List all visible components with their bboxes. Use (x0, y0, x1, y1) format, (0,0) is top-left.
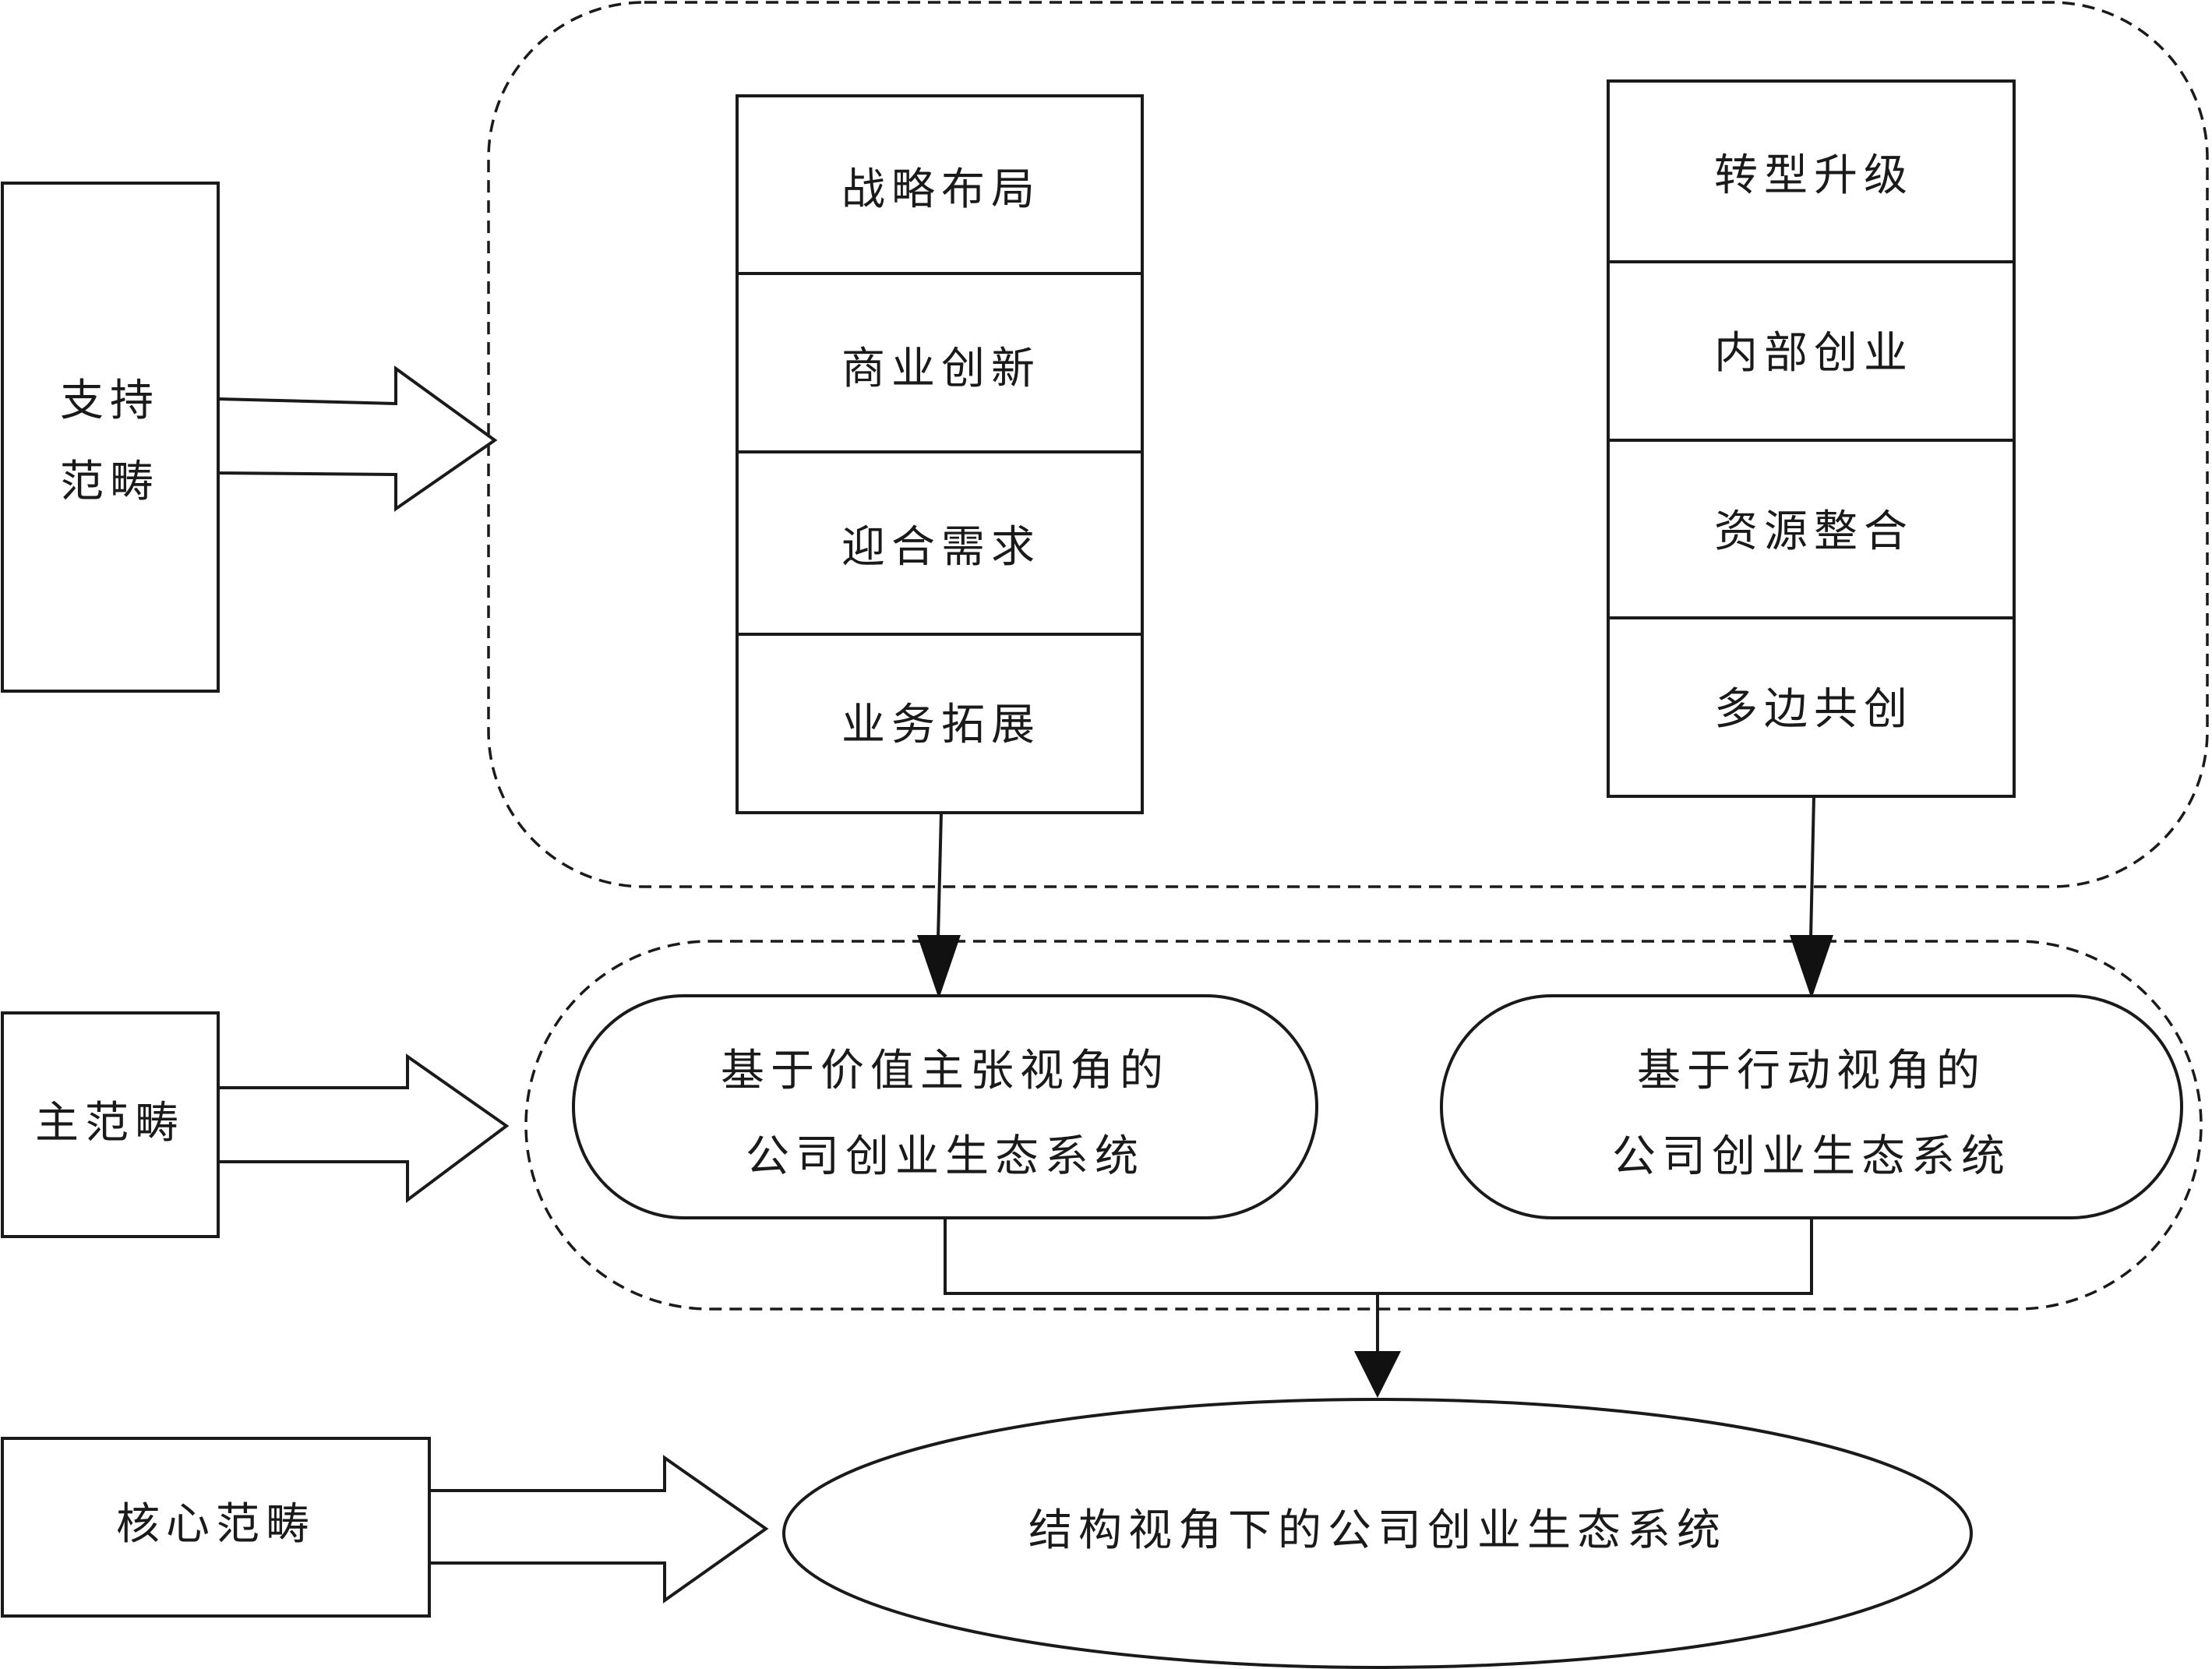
core-category-label: 核心范畴 (116, 1499, 316, 1550)
action-perspective-line2: 公司创业生态系统 (1612, 1131, 2011, 1182)
value-perspective-line2: 公司创业生态系统 (746, 1131, 1145, 1182)
left-column-connector (937, 812, 943, 940)
left-down-arrowhead (917, 935, 961, 999)
right-column-connector (1809, 796, 1815, 940)
left-column-item: 业务拓展 (841, 700, 1041, 750)
right-column-item: 多边共创 (1714, 684, 1914, 735)
support-category-box (1, 182, 220, 693)
core-result-label: 结构视角下的公司创业生态系统 (1028, 1505, 1727, 1556)
core-down-arrowhead (1354, 1351, 1401, 1398)
left-column-item: 战略布局 (841, 164, 1041, 215)
action-perspective-node (1440, 994, 2183, 1219)
left-column-item: 迎合需求 (841, 522, 1041, 573)
right-column-item: 内部创业 (1714, 328, 1914, 379)
core-block-arrow (428, 1455, 769, 1604)
right-column-item: 转型升级 (1714, 150, 1914, 201)
core-category-box (1, 1437, 431, 1618)
right-column-item: 资源整合 (1714, 506, 1914, 557)
value-perspective-line1: 基于价值主张视角的 (721, 1046, 1170, 1096)
value-perspective-node (572, 994, 1318, 1219)
left-column-item: 商业创新 (841, 344, 1041, 394)
merge-connector (944, 1218, 1813, 1295)
action-perspective-line1: 基于行动视角的 (1637, 1046, 1986, 1096)
core-result-node (782, 1398, 1973, 1669)
main-block-arrow (217, 1053, 510, 1203)
support-block-arrow (217, 365, 498, 512)
main-category-label: 主范畴 (35, 1098, 185, 1149)
right-down-arrowhead (1790, 935, 1833, 999)
main-category-group (524, 940, 2203, 1311)
support-category-label-line1: 支持 (60, 376, 160, 426)
support-category-label-line2: 范畴 (60, 457, 160, 507)
